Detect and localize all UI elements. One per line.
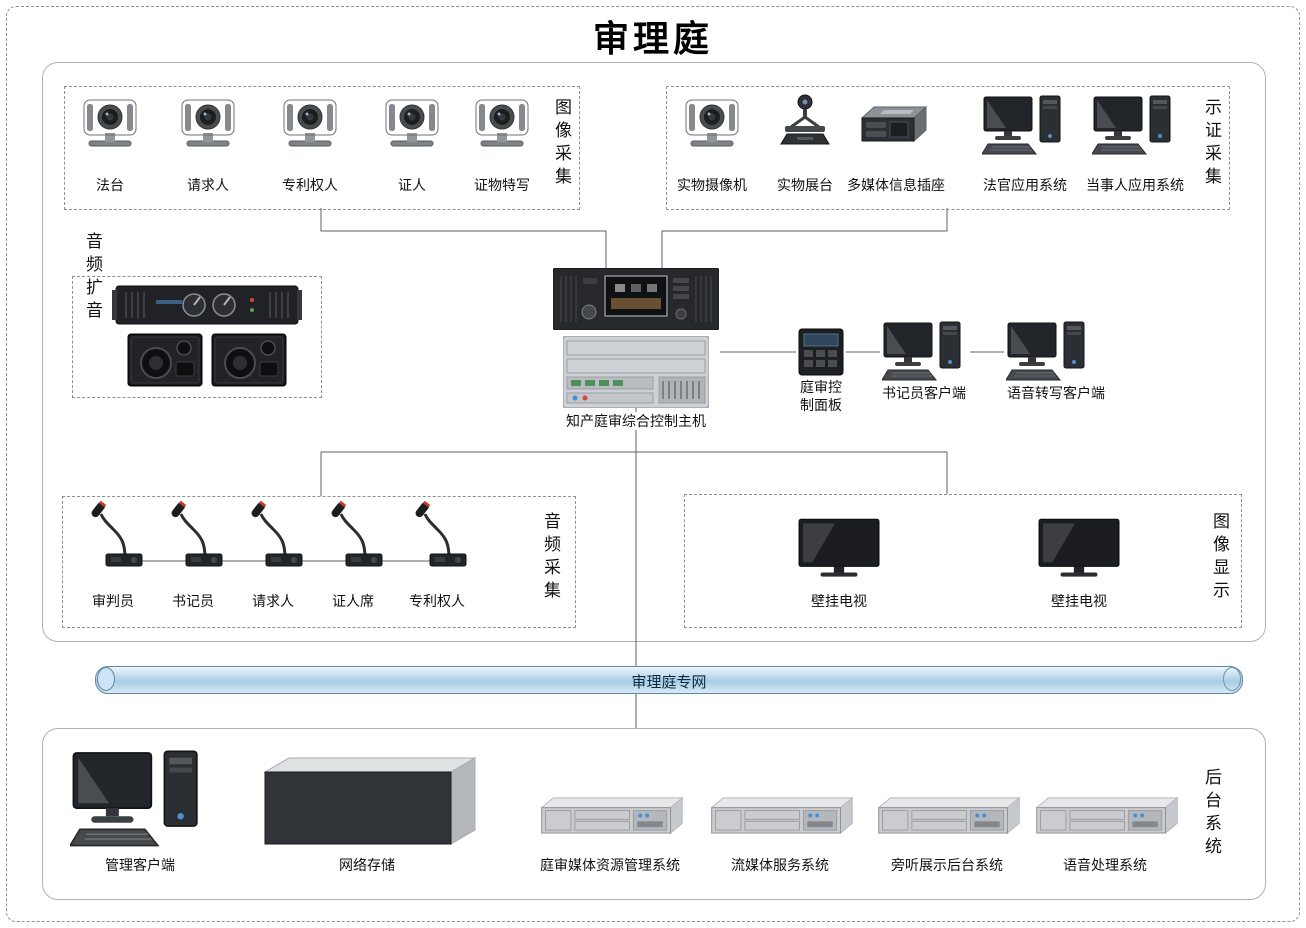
image-capture-side-label: 图像采集 xyxy=(552,98,571,190)
evidence-capture-group xyxy=(666,86,1230,210)
image-capture-group xyxy=(64,86,580,210)
device-label: 证人 xyxy=(398,177,426,193)
control-host-top-icon xyxy=(553,268,719,330)
device-label: 管理客户端 xyxy=(105,857,175,873)
outer-dashed-border xyxy=(6,6,1300,922)
device-label: 书记员 xyxy=(172,593,214,609)
desktop-pc-icon xyxy=(982,94,1068,158)
audio-capture-side-label: 音频采集 xyxy=(541,512,560,604)
control-panel-icon xyxy=(798,328,844,376)
amplifier-icon xyxy=(112,282,302,328)
device-label: 专利权人 xyxy=(409,593,465,609)
device-label: 实物展台 xyxy=(777,177,833,193)
audio-amplification-side-label: 音频扩音 xyxy=(83,232,102,324)
device-label: 证人席 xyxy=(332,593,374,609)
device-label: 法官应用系统 xyxy=(983,177,1067,193)
ptz-camera-icon xyxy=(470,96,534,148)
device-label: 实物摄像机 xyxy=(677,177,747,193)
ptz-camera-icon xyxy=(680,96,744,148)
backend-panel xyxy=(42,728,1266,900)
image-display-side-label: 图像显示 xyxy=(1210,512,1229,604)
device-label: 庭审媒体资源管理系统 xyxy=(540,857,680,873)
device-label: 壁挂电视 xyxy=(811,593,867,609)
speaker-icon xyxy=(210,332,288,388)
clerk-client-label: 书记员客户端 xyxy=(882,385,966,401)
rack-server-icon xyxy=(872,794,1022,835)
management-pc-icon xyxy=(70,748,210,852)
backend-side-label: 后台系统 xyxy=(1202,768,1221,860)
device-label: 语音处理系统 xyxy=(1063,857,1147,873)
control-host-matrix-icon xyxy=(563,336,709,408)
control-host-label: 知产庭审综合控制主机 xyxy=(530,412,742,431)
ptz-camera-icon xyxy=(78,96,142,148)
rack-server-icon xyxy=(535,794,685,835)
rack-server-icon xyxy=(705,794,855,835)
rack-server-icon xyxy=(1030,794,1180,835)
device-label: 法台 xyxy=(96,177,124,193)
device-label: 网络存储 xyxy=(339,857,395,873)
ptz-camera-icon xyxy=(278,96,342,148)
ptz-camera-icon xyxy=(380,96,444,148)
courtroom-panel xyxy=(42,62,1266,642)
device-label: 请求人 xyxy=(252,593,294,609)
device-label: 审判员 xyxy=(92,593,134,609)
wall-tv-icon xyxy=(1038,518,1120,582)
diagram-title: 审理庭 xyxy=(592,18,713,59)
audio-capture-group xyxy=(62,496,576,628)
transcriber-client-label: 语音转写客户端 xyxy=(1007,385,1105,401)
media-socket-icon xyxy=(856,102,932,148)
device-label: 壁挂电视 xyxy=(1051,593,1107,609)
device-label: 专利权人 xyxy=(282,177,338,193)
wall-tv-icon xyxy=(798,518,880,582)
evidence-capture-side-label: 示证采集 xyxy=(1202,98,1221,190)
gooseneck-mic-icon xyxy=(80,498,146,572)
desktop-pc-icon xyxy=(882,320,968,384)
gooseneck-mic-icon xyxy=(240,498,306,572)
control-panel-label: 庭审控制面板 xyxy=(800,379,842,414)
device-label: 流媒体服务系统 xyxy=(731,857,829,873)
ptz-camera-icon xyxy=(176,96,240,148)
desktop-pc-icon xyxy=(1006,320,1092,384)
court-network-label: 审理庭专网 xyxy=(631,674,707,691)
image-display-group xyxy=(684,494,1242,628)
device-label: 多媒体信息插座 xyxy=(847,177,945,193)
device-label: 请求人 xyxy=(187,177,229,193)
court-network-bus: 审理庭专网 xyxy=(95,666,1243,694)
gooseneck-mic-icon xyxy=(404,498,470,572)
storage-array-icon xyxy=(255,754,480,848)
speaker-icon xyxy=(126,332,204,388)
document-camera-icon xyxy=(777,92,833,150)
device-label: 证物特写 xyxy=(474,177,530,193)
device-label: 旁听展示后台系统 xyxy=(891,857,1003,873)
gooseneck-mic-icon xyxy=(160,498,226,572)
audio-amplification-group xyxy=(72,276,322,398)
gooseneck-mic-icon xyxy=(320,498,386,572)
desktop-pc-icon xyxy=(1092,94,1178,158)
device-label: 当事人应用系统 xyxy=(1086,177,1184,193)
